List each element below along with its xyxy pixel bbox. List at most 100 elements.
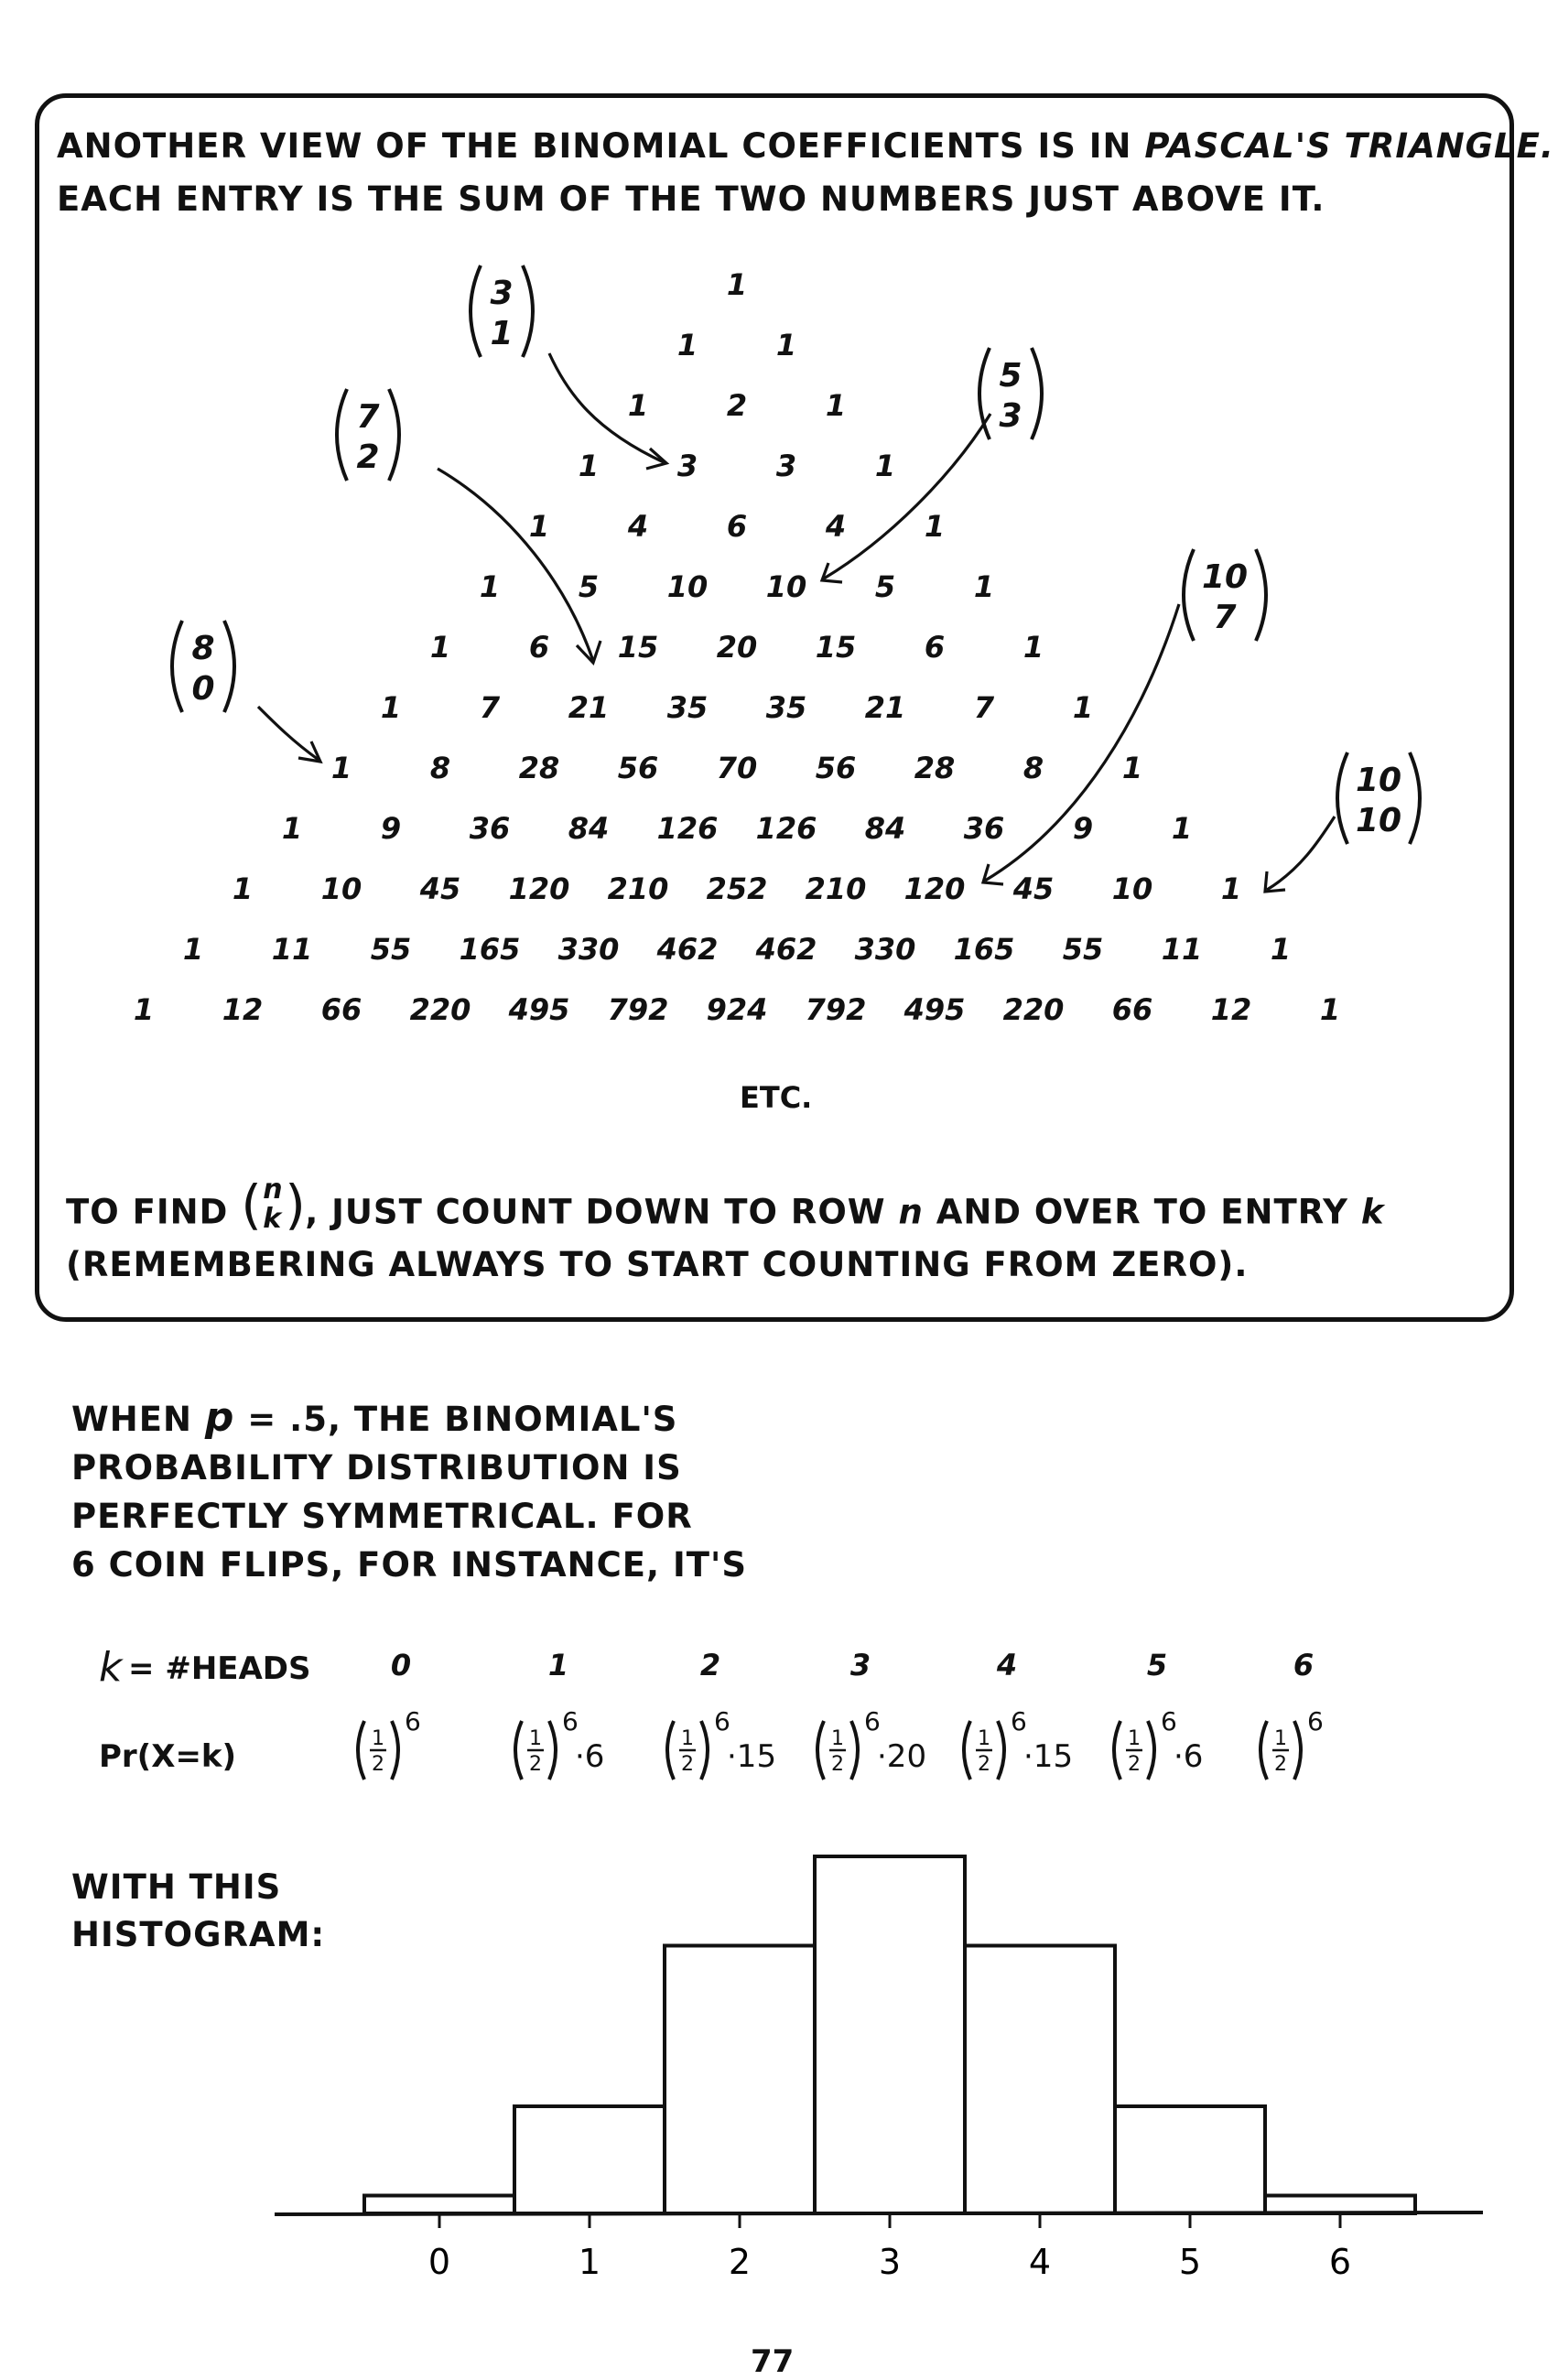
triangle-entry: 1 xyxy=(529,509,549,544)
x-tick-label: 6 xyxy=(1329,2242,1351,2282)
triangle-entry: 1 xyxy=(381,690,401,725)
triangle-entry: 10 xyxy=(1112,871,1153,906)
find-line-2: (REMEMBERING ALWAYS TO START COUNTING FR… xyxy=(66,1245,1249,1284)
symmetry-line-3: PERFECTLY SYMMETRICAL. FOR xyxy=(71,1497,693,1536)
triangle-entry: 1 xyxy=(1172,811,1192,846)
triangle-entry: 5 xyxy=(579,569,599,604)
triangle-entry: 462 xyxy=(755,932,817,967)
triangle-entry: 210 xyxy=(608,871,669,906)
page-number: 77 xyxy=(751,2343,795,2380)
triangle-entry: 8 xyxy=(430,751,450,785)
triangle-entry: 10 xyxy=(766,569,807,604)
fraction-numerator: 1 xyxy=(529,1727,542,1750)
binomial-annotation: 107 xyxy=(1182,548,1268,642)
histogram-bar xyxy=(1263,2193,1417,2215)
triangle-entry: 210 xyxy=(806,871,867,906)
arrow-8-choose-0 xyxy=(256,705,319,762)
triangle-entry: 55 xyxy=(1063,932,1104,967)
x-tick-label: 1 xyxy=(579,2242,600,2282)
triangle-entry: 56 xyxy=(816,751,857,785)
triangle-entry: 462 xyxy=(656,932,719,967)
triangle-entry: 45 xyxy=(1012,871,1055,906)
triangle-entry: 9 xyxy=(381,811,401,846)
binomial-bottom: 1 xyxy=(490,315,513,352)
exponent: 6 xyxy=(714,1706,730,1736)
probability-expression: 126·15 xyxy=(665,1706,776,1780)
triangle-entry: 3 xyxy=(677,449,698,483)
find-text-a: TO FIND xyxy=(66,1192,242,1232)
triangle-entry: 1 xyxy=(1221,871,1241,906)
binomial-top: 5 xyxy=(999,357,1022,395)
triangle-entry: 1 xyxy=(1320,992,1340,1027)
triangle-entry: 1 xyxy=(480,569,500,604)
fraction-denominator: 2 xyxy=(1274,1753,1287,1776)
triangle-entry: 15 xyxy=(816,630,857,665)
x-tick-label: 3 xyxy=(879,2242,901,2282)
probability-expression: 126 xyxy=(1259,1706,1324,1780)
triangle-entry: 66 xyxy=(321,992,362,1027)
triangle-entry: 220 xyxy=(1003,992,1065,1027)
triangle-entry: 9 xyxy=(1073,811,1093,846)
triangle-entry: 1 xyxy=(1122,751,1142,785)
triangle-entry: 35 xyxy=(667,690,709,725)
triangle-entry: 84 xyxy=(568,811,610,846)
triangle-entry: 1 xyxy=(677,328,698,362)
triangle-entry: 10 xyxy=(321,871,362,906)
pascal-triangle-panel xyxy=(35,93,1514,1322)
triangle-entry: 126 xyxy=(657,811,719,846)
triangle-entry: 36 xyxy=(470,811,511,846)
triangle-entry: 1 xyxy=(925,509,945,544)
entry-k: k xyxy=(1360,1192,1385,1232)
row-n: n xyxy=(898,1192,924,1232)
probability-label: Pr(X=k) xyxy=(99,1738,236,1775)
triangle-entry: 120 xyxy=(509,871,570,906)
histogram-bar xyxy=(362,2193,516,2215)
triangle-entry: 330 xyxy=(855,932,916,967)
triangle-entry: 252 xyxy=(707,871,768,906)
triangle-entry: 1 xyxy=(727,267,747,302)
triangle-entry: 792 xyxy=(806,992,867,1027)
k-value: 1 xyxy=(548,1648,568,1682)
binomial-annotation: 31 xyxy=(469,265,535,358)
coefficient-factor: ·6 xyxy=(575,1738,604,1775)
coefficient-factor: ·20 xyxy=(877,1738,926,1775)
triangle-entry: 7 xyxy=(480,690,501,725)
triangle-entry: 165 xyxy=(460,932,521,967)
binomial-top: 10 xyxy=(1202,558,1248,596)
triangle-entry: 56 xyxy=(618,751,659,785)
triangle-entry: 1 xyxy=(282,811,302,846)
binomial-annotation: 53 xyxy=(978,347,1044,440)
fraction-denominator: 2 xyxy=(681,1753,694,1776)
probability-expression: 126·20 xyxy=(816,1706,926,1780)
triangle-entry: 11 xyxy=(1162,932,1203,967)
triangle-entry: 1 xyxy=(628,388,648,423)
exponent: 6 xyxy=(405,1706,421,1736)
x-tick-label: 2 xyxy=(729,2242,751,2282)
probability-expression: 126·6 xyxy=(1112,1706,1203,1780)
fraction-denominator: 2 xyxy=(1128,1753,1141,1776)
triangle-entry: 4 xyxy=(825,509,846,544)
triangle-entry: 3 xyxy=(776,449,796,483)
exponent: 6 xyxy=(562,1706,579,1736)
triangle-entry: 7 xyxy=(974,690,995,725)
k-value: 4 xyxy=(996,1648,1017,1682)
triangle-entry: 20 xyxy=(717,630,758,665)
histogram-caption-2: HISTOGRAM: xyxy=(71,1915,326,1954)
histogram-caption-1: WITH THIS xyxy=(71,1867,282,1907)
binomial-top: 3 xyxy=(490,275,513,312)
pascal-triangle-term: PASCAL'S TRIANGLE. xyxy=(1144,126,1554,166)
find-text-b: , JUST COUNT DOWN TO ROW xyxy=(305,1192,899,1232)
arrow-10-choose-7 xyxy=(984,603,1181,882)
arrow-7-choose-2 xyxy=(437,467,595,662)
histogram-bar xyxy=(663,1943,817,2215)
triangle-entry: 6 xyxy=(925,630,945,665)
triangle-entry: 28 xyxy=(914,751,956,785)
k-value: 3 xyxy=(850,1648,871,1682)
triangle-entry: 1 xyxy=(776,328,796,362)
symbol-n: n xyxy=(263,1174,284,1206)
triangle-entry: 924 xyxy=(707,992,768,1027)
